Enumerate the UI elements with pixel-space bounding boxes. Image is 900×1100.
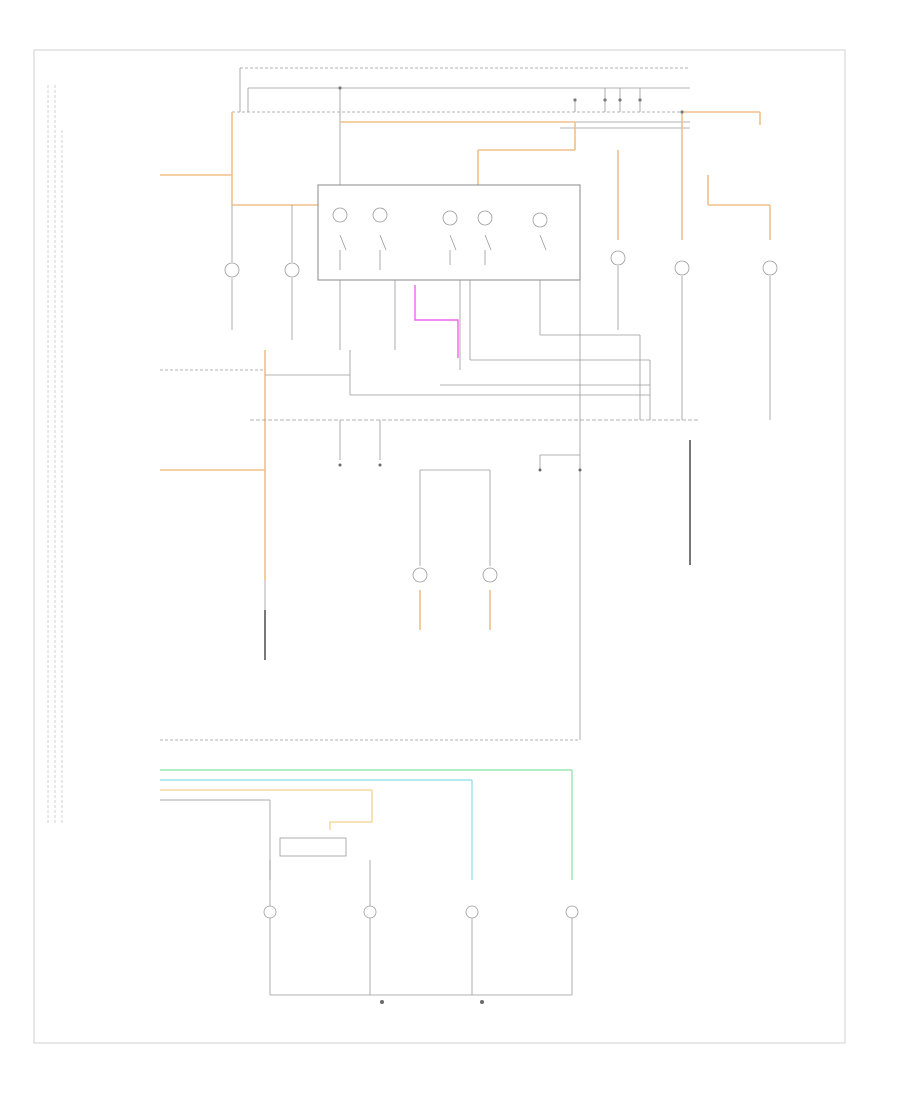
diagram-frame — [33, 49, 846, 1044]
module-internal-bulbs — [332, 207, 548, 270]
connector-icon — [338, 463, 582, 1004]
bottom-colored-wires — [160, 769, 573, 880]
left-rails — [47, 85, 63, 825]
top-bus — [232, 67, 690, 185]
bottom-lamps — [263, 837, 579, 996]
orange-feeds — [160, 111, 771, 630]
vertical-wires — [160, 205, 771, 741]
pink-wire — [414, 285, 459, 358]
bus-dots — [338, 86, 684, 114]
ground-symbol-icon — [264, 440, 691, 660]
central-module — [317, 184, 581, 281]
bulb-icon — [224, 250, 778, 583]
